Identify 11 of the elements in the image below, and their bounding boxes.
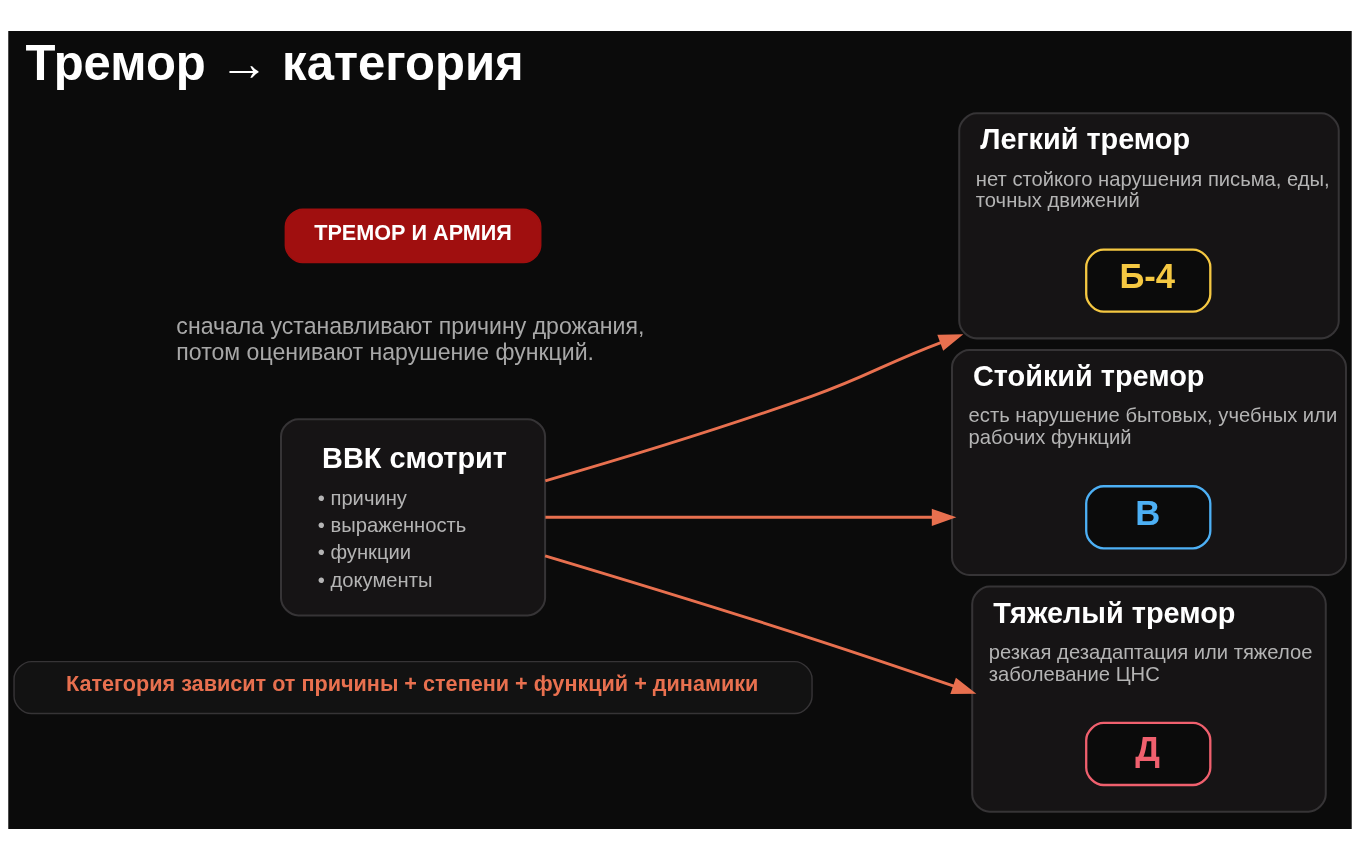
node-box: Д <box>1085 721 1212 787</box>
node-box: Категория зависит от причины + степени + функций + динамики <box>13 660 813 715</box>
label: сначала устанавливают причину дрожания, потом оценивают нарушение функций. <box>176 312 645 365</box>
node-box: В <box>1085 485 1212 550</box>
arrow <box>544 334 964 483</box>
node-box: Б-4 <box>1085 248 1212 313</box>
node-box: ВВК смотрит • причину • выраженность • функции • документы <box>280 418 547 617</box>
arrow <box>545 508 957 526</box>
arrow <box>544 554 977 694</box>
node-box: ТРЕМОР И АРМИЯ <box>284 208 542 264</box>
diagram-title: Тремор → категория <box>25 36 524 91</box>
